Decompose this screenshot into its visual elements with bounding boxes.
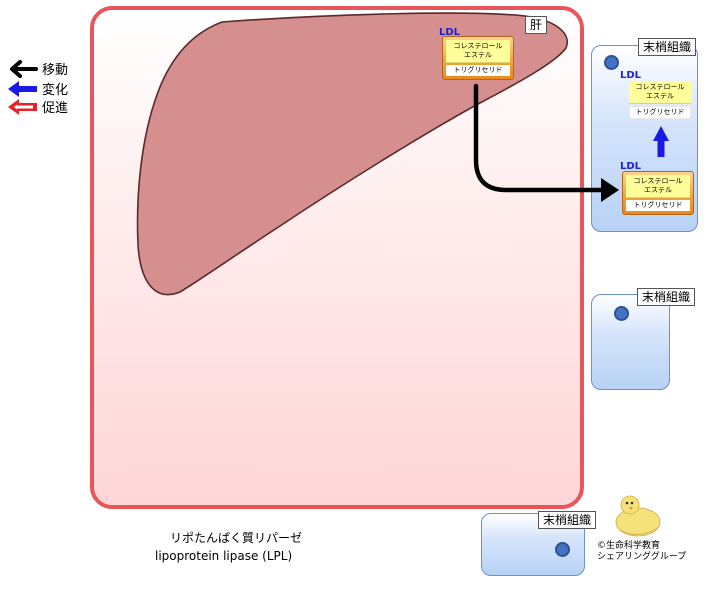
tissue-label-1: 末梢組織	[638, 38, 697, 56]
enzyme-caption-ja: リポたんぱく質リパーゼ	[170, 531, 303, 545]
black-arrow-icon	[10, 59, 38, 78]
legend-promote-label: 促進	[42, 101, 69, 116]
cell-nucleus	[555, 542, 570, 557]
cholesteryl-ester: コレステロール エステル	[446, 40, 510, 63]
ldl-particle-tissue-bottom: コレステロール エステル トリグリセリド	[622, 171, 694, 215]
peripheral-tissue-2	[591, 294, 670, 390]
move-arrowhead	[601, 178, 619, 202]
legend-change: 変化	[6, 79, 68, 98]
legend-move: 移動	[6, 59, 68, 78]
triglyceride: トリグリセリド	[629, 106, 691, 119]
cell-nucleus	[604, 55, 619, 70]
ldl-particle-tissue-top: コレステロール エステル トリグリセリド	[627, 79, 693, 119]
cholesteryl-ester: コレステロール エステル	[629, 81, 691, 104]
legend-move-label: 移動	[42, 63, 69, 78]
cholesteryl-ester: コレステロール エステル	[626, 175, 690, 198]
triglyceride: トリグリセリド	[626, 200, 690, 211]
credit-line-2: シェアリンググループ	[597, 552, 687, 562]
enzyme-caption-en: lipoprotein lipase (LPL)	[155, 549, 293, 563]
legend-change-label: 変化	[42, 83, 69, 98]
liver-label: 肝	[525, 16, 548, 34]
ldl-label-liver: LDL	[439, 27, 461, 38]
chick-mascot-icon	[615, 495, 661, 537]
triglyceride: トリグリセリド	[446, 65, 510, 76]
tissue-label-2: 末梢組織	[637, 288, 696, 306]
blue-arrow-icon	[8, 80, 37, 97]
ldl-label-tissue-top: LDL	[620, 70, 642, 81]
ldl-label-tissue-bottom: LDL	[620, 161, 642, 172]
change-arrowhead	[653, 126, 669, 141]
credit-line-1: ©生命科学教育	[597, 541, 661, 551]
red-hollow-arrow-icon	[8, 98, 37, 115]
cell-nucleus	[614, 306, 629, 321]
ldl-particle-liver: コレステロール エステル トリグリセリド	[442, 36, 514, 80]
legend-promote: 促進	[6, 97, 68, 116]
tissue-label-3: 末梢組織	[538, 511, 597, 529]
change-arrow	[657, 138, 665, 157]
move-arrow	[473, 83, 609, 193]
